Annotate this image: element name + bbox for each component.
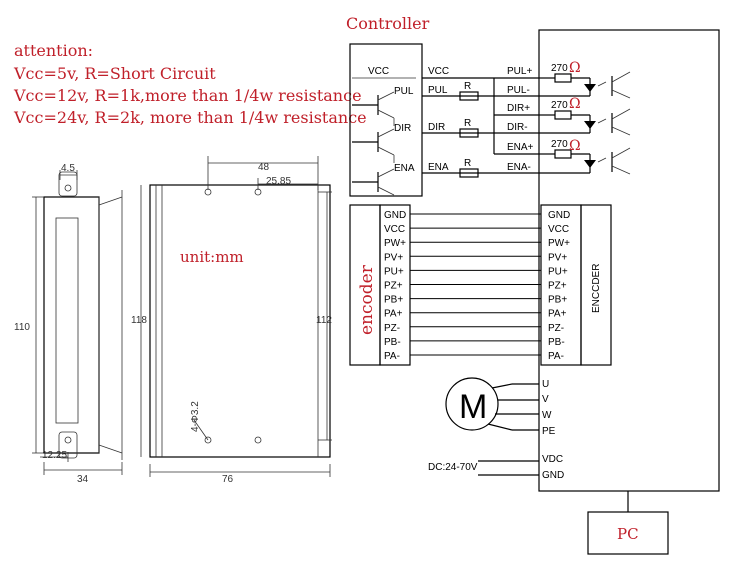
dim-112: 112 <box>316 315 332 326</box>
resistor-r-pul: R <box>464 81 471 92</box>
controller-box <box>349 43 423 197</box>
attention-line-3: Vcc=24v, R=2k, more than 1/4w resistance <box>13 108 367 127</box>
attention-title: attention: <box>14 41 93 60</box>
encoder-right-box <box>580 204 612 366</box>
input-pul-minus: PUL- <box>507 85 530 96</box>
dim-25-85: 25.85 <box>266 176 291 187</box>
dim-34: 34 <box>77 474 89 485</box>
driver-side-view: 4.5 110 12.25 34 <box>14 163 123 485</box>
power-vdc: VDC <box>542 454 563 465</box>
resistor-r-dir: R <box>464 118 471 129</box>
encoder-pin-left: PA- <box>384 351 400 362</box>
encoder-pin-right: PA- <box>548 351 564 362</box>
optocoupler-pul: 270 Ω <box>539 60 631 99</box>
res-270-dir: 270 <box>551 100 568 111</box>
encoder-pin-right: PU+ <box>548 266 568 277</box>
unit-label: unit:mm <box>180 248 244 266</box>
phase-v: V <box>542 394 549 405</box>
ctrl-left-dir: DIR <box>394 123 411 134</box>
phase-w: W <box>542 410 552 421</box>
ctrl-mid-pul: PUL <box>428 85 448 96</box>
optocoupler-ena: 270 Ω <box>539 138 631 175</box>
attention-line-2: Vcc=12v, R=1k,more than 1/4w resistance <box>13 86 362 105</box>
ctrl-mid-vcc: VCC <box>428 66 449 77</box>
phase-u: U <box>542 379 549 390</box>
dim-118: 118 <box>131 315 147 326</box>
ctrl-left-ena: ENA <box>394 163 415 174</box>
ctrl-left-pul: PUL <box>394 86 414 97</box>
dim-12-25: 12.25 <box>42 450 67 461</box>
dim-110: 110 <box>14 322 30 333</box>
resistor-r-ena: R <box>464 158 471 169</box>
input-dir-minus: DIR- <box>507 122 528 133</box>
dim-76: 76 <box>222 474 234 485</box>
encoder-pin-left: PB+ <box>384 295 403 306</box>
encoder-pin-right: PA+ <box>548 309 567 320</box>
encoder-pin-left: PW+ <box>384 238 406 249</box>
ohm-ena: Ω <box>569 138 581 154</box>
motor-symbol <box>445 377 499 431</box>
dim-48: 48 <box>258 162 270 173</box>
input-pul-plus: PUL+ <box>507 66 532 77</box>
enccder-label: ENCCDER <box>591 264 602 313</box>
driver-front-view: 48 25.85 118 112 4-Φ3.2 76 <box>131 156 332 485</box>
encoder-pin-right: GND <box>548 210 570 221</box>
encoder-pin-left: VCC <box>384 224 405 235</box>
optocoupler-dir: 270 Ω <box>539 96 631 136</box>
input-dir-plus: DIR+ <box>507 103 530 114</box>
encoder-pin-right: PB- <box>548 337 565 348</box>
power-gnd: GND <box>542 470 564 481</box>
encoder-pin-left: GND <box>384 210 406 221</box>
encoder-pin-right: PW+ <box>548 238 570 249</box>
ctrl-left-vcc: VCC <box>368 66 389 77</box>
hole-spec: 4-Φ3.2 <box>190 401 201 432</box>
ctrl-mid-dir: DIR <box>428 122 445 133</box>
power-label: DC:24-70V <box>428 462 478 473</box>
ohm-dir: Ω <box>569 96 581 112</box>
encoder-pin-left: PA+ <box>384 309 403 320</box>
motor-label: M <box>459 388 487 426</box>
attention-line-1: Vcc=5v, R=Short Circuit <box>13 64 216 83</box>
encoder-pin-left: PZ- <box>384 323 400 334</box>
res-270-pul: 270 <box>551 63 568 74</box>
ohm-pul: Ω <box>569 60 581 76</box>
input-ena-minus: ENA- <box>507 162 531 173</box>
controller-title: Controller <box>346 14 430 33</box>
encoder-pin-right: VCC <box>548 224 569 235</box>
encoder-pin-right: PV+ <box>548 252 567 263</box>
phase-pe: PE <box>542 426 556 437</box>
encoder-pin-right: PZ- <box>548 323 564 334</box>
input-ena-plus: ENA+ <box>507 142 534 153</box>
encoder-pin-left: PZ+ <box>384 281 403 292</box>
driver-box <box>538 29 720 492</box>
transistor-pul <box>352 91 395 126</box>
pc-label: PC <box>617 525 639 543</box>
encoder-pin-right: PB+ <box>548 295 567 306</box>
encoder-pin-left: PV+ <box>384 252 403 263</box>
ctrl-mid-ena: ENA <box>428 162 449 173</box>
encoder-pin-left: PB- <box>384 337 401 348</box>
encoder-pin-left: PU+ <box>384 266 404 277</box>
res-270-ena: 270 <box>551 139 568 150</box>
transistor-dir <box>352 128 395 163</box>
transistor-ena <box>352 168 395 196</box>
pc-box <box>587 511 669 555</box>
encoder-rows: GND GND VCC VCC PW+ PW+ PV+ PV+ PU+ PU+ PZ+ PZ+ PB+ P… <box>384 210 570 362</box>
encoder-pin-right: PZ+ <box>548 281 567 292</box>
dim-4-5: 4.5 <box>61 163 75 174</box>
encoder-title: encoder <box>357 264 377 335</box>
